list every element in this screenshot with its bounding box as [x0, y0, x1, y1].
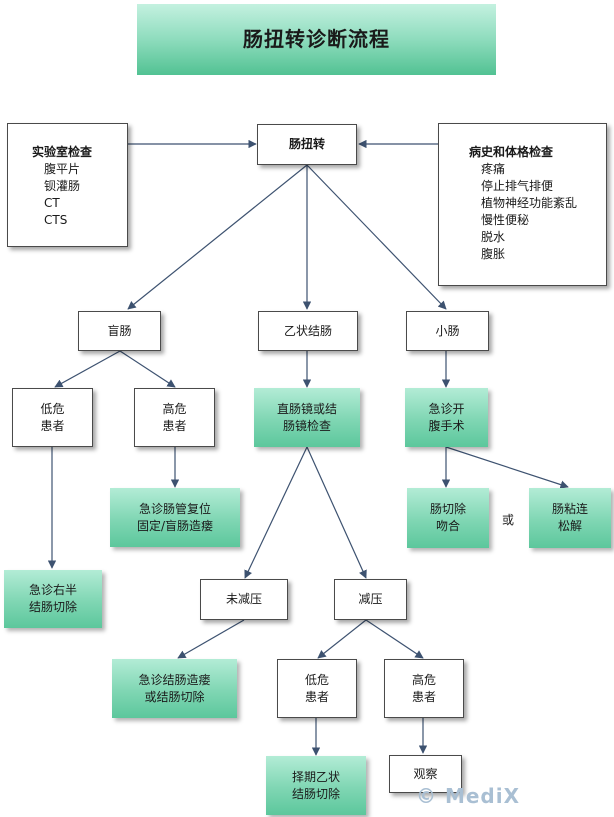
arrow-cecum-to-low-risk: [54, 350, 121, 388]
root-node-volvulus: 肠扭转: [257, 124, 357, 165]
or-label: 或: [502, 513, 515, 527]
history-item: 植物神经功能紊乱: [481, 196, 578, 210]
lab-tests-box: 实验室检查 腹平片 钡灌肠 CT CTS: [7, 123, 128, 247]
history-item: 脱水: [481, 230, 506, 244]
arrow-endoscopy-to-not-decompressed: [244, 446, 308, 579]
right-hemicolectomy-node: 急诊右半 结肠切除: [4, 570, 102, 628]
page-title: 肠扭转诊断流程: [137, 4, 496, 75]
arrow-root-to-small-bowel: [306, 164, 447, 310]
resection-anastomosis-node: 肠切除 吻合: [407, 488, 489, 548]
elective-resection-node: 择期乙状 结肠切除: [266, 756, 366, 815]
sigmoid-node: 乙状结肠: [258, 311, 358, 351]
history-item: 腹胀: [481, 247, 506, 261]
colostomy-node: 急诊结肠造瘘 或结肠切除: [112, 659, 237, 718]
history-item: 慢性便秘: [481, 213, 530, 227]
lab-item: CTS: [44, 213, 68, 227]
arrow-decompressed-to-low-risk: [317, 619, 367, 659]
sigmoid-low-risk-node: 低危 患者: [277, 659, 357, 718]
cecum-low-risk-node: 低危 患者: [12, 388, 93, 447]
not-decompressed-node: 未减压: [200, 579, 288, 620]
lab-item: 钡灌肠: [44, 179, 81, 193]
arrow-endoscopy-to-decompressed: [306, 446, 367, 579]
arrow-root-to-cecum: [127, 164, 308, 310]
history-item: 疼痛: [481, 162, 506, 176]
cecopexy-node: 急诊肠管复位 固定/盲肠造瘘: [110, 488, 240, 547]
decompressed-node: 减压: [334, 579, 407, 620]
arrow-not-decompressed-to-colostomy: [177, 619, 245, 659]
lab-item: 腹平片: [44, 162, 81, 176]
cecum-high-risk-node: 高危 患者: [134, 388, 215, 447]
laparotomy-node: 急诊开 腹手术: [405, 388, 488, 447]
adhesiolysis-node: 肠粘连 松解: [529, 488, 611, 548]
arrow-decompressed-to-high-risk: [365, 619, 424, 659]
observe-node: 观察: [389, 755, 462, 793]
history-exam-heading: 病史和体格检查: [469, 145, 554, 159]
endoscopy-node: 直肠镜或结 肠镜检查: [254, 388, 360, 447]
arrow-cecum-to-high-risk: [119, 350, 176, 388]
arrow-laparotomy-to-adhesiolysis: [445, 446, 569, 489]
lab-item: CT: [44, 196, 60, 210]
cecum-node: 盲肠: [78, 311, 161, 351]
small-bowel-node: 小肠: [406, 311, 489, 351]
history-item: 停止排气排便: [481, 179, 554, 193]
history-exam-box: 病史和体格检查 疼痛 停止排气排便 植物神经功能紊乱 慢性便秘 脱水 腹胀: [438, 123, 607, 286]
sigmoid-high-risk-node: 高危 患者: [384, 659, 464, 718]
watermark: © MediX: [416, 784, 521, 808]
lab-tests-heading: 实验室检查: [32, 145, 93, 159]
